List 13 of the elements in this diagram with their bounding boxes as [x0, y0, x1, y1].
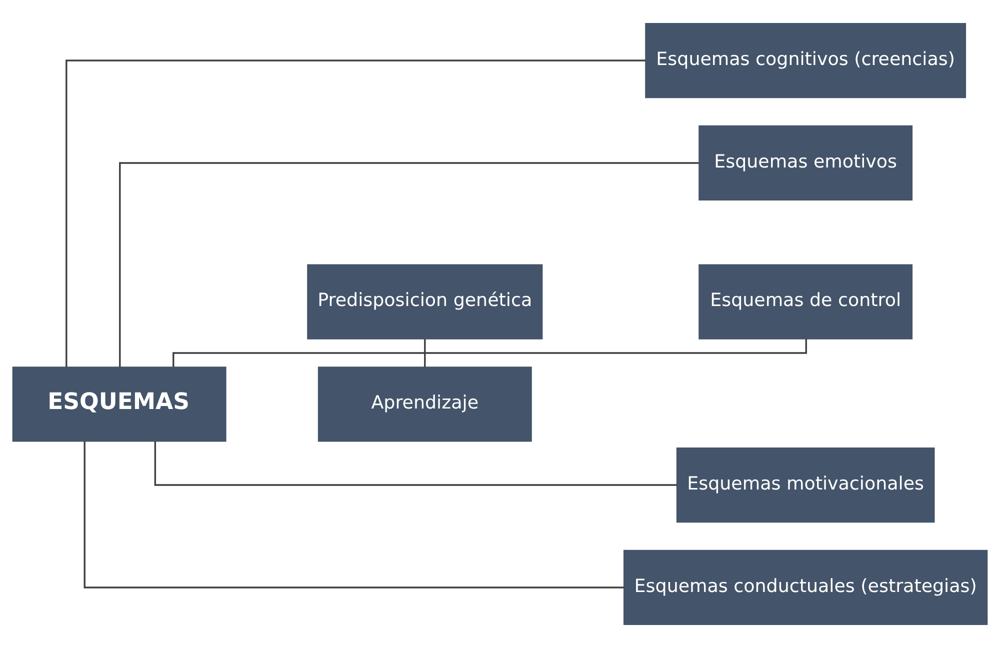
- node-box: Predisposicion genética: [307, 264, 543, 340]
- node-box: Esquemas conductuales (estrategias): [623, 550, 988, 626]
- connector: [66, 60, 646, 368]
- node-box: Aprendizaje: [318, 366, 532, 442]
- node-box: Esquemas motivacionales: [676, 447, 935, 523]
- node-box: ESQUEMAS: [12, 366, 226, 442]
- connector: [119, 162, 699, 368]
- connector: [84, 441, 624, 588]
- node-box: Esquemas emotivos: [698, 125, 913, 201]
- node-box: Esquemas de control: [698, 264, 913, 340]
- connector: [154, 441, 677, 486]
- connector: [424, 339, 426, 368]
- node-box: Esquemas cognitivos (creencias): [645, 22, 966, 98]
